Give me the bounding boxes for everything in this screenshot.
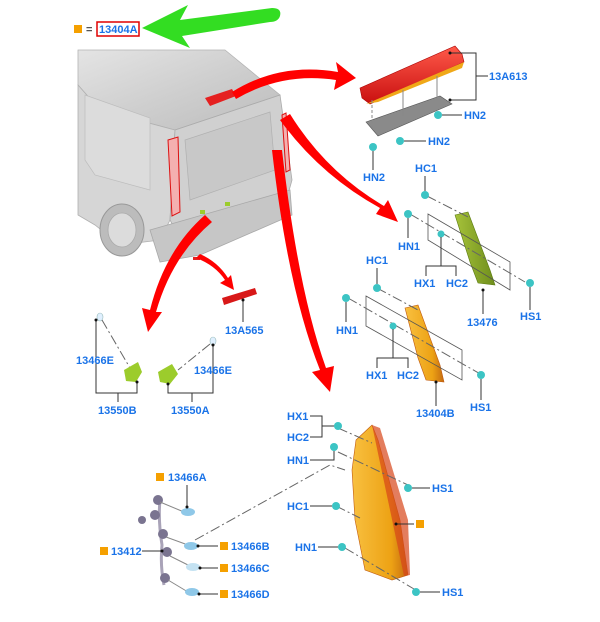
bulb-13466A-icon xyxy=(181,508,195,516)
clip-icon xyxy=(373,284,381,292)
clip-icon xyxy=(334,422,342,430)
legend-marker-13404A xyxy=(416,520,424,528)
amber-lamp-large-assembly: HX1 HC2 HN1 HS1 HC1 HN1 HS1 xyxy=(194,411,463,599)
amber-lamp-small-assembly: HC1 HN1 HX1 HC2 13404B HS1 xyxy=(336,255,491,420)
high-mount-stop-lamp: 13A613 HN2 HN2 HN2 xyxy=(359,45,528,184)
label-13A613: 13A613 xyxy=(489,71,528,83)
green-lamp-assembly: HC1 HN1 HX1 HC2 13476 HS1 xyxy=(398,163,541,329)
label-13404B: 13404B xyxy=(416,408,455,420)
legend-highlight-box xyxy=(96,21,140,37)
clip-icon xyxy=(412,588,420,596)
label-13466D: 13466D xyxy=(231,589,270,601)
label-hs1-bottom: HS1 xyxy=(442,587,463,599)
label-hx1: HX1 xyxy=(287,411,308,423)
label-hs1: HS1 xyxy=(520,311,541,323)
clip-icon xyxy=(404,210,412,218)
label-hc2: HC2 xyxy=(446,278,468,290)
label-13466C: 13466C xyxy=(231,563,270,575)
marker-13412 xyxy=(100,547,108,555)
bulb-13466D-icon xyxy=(185,588,199,596)
marker-13466C xyxy=(220,564,228,572)
label-hc2: HC2 xyxy=(397,370,419,382)
arrow-to-green-lamp xyxy=(280,114,398,222)
clip-icon xyxy=(404,484,412,492)
label-13A565: 13A565 xyxy=(225,325,264,337)
marker-13466D xyxy=(220,590,228,598)
arrow-to-reflector xyxy=(196,254,234,290)
label-13466E-left: 13466E xyxy=(76,355,114,367)
marker-13466B xyxy=(220,542,228,550)
label-hc2: HC2 xyxy=(287,432,309,444)
legend: = 13404A xyxy=(74,5,281,48)
label-13412: 13412 xyxy=(111,546,142,558)
arrow-to-plate-lamps xyxy=(142,215,212,332)
label-hn1: HN1 xyxy=(336,325,358,337)
label-hn2-a: HN2 xyxy=(464,110,486,122)
clip-icon xyxy=(477,371,485,379)
label-hs1: HS1 xyxy=(470,402,491,414)
label-13466A: 13466A xyxy=(168,472,207,484)
label-13550B: 13550B xyxy=(98,405,137,417)
label-hc1: HC1 xyxy=(366,255,388,267)
pointer-arrow-icon xyxy=(142,5,281,48)
label-13550A: 13550A xyxy=(171,405,210,417)
legend-equals: = xyxy=(86,24,92,36)
label-13466B: 13466B xyxy=(231,541,270,553)
label-hn2-b: HN2 xyxy=(428,136,450,148)
van-illustration xyxy=(77,49,293,263)
callout-arrows xyxy=(142,62,398,392)
clip-icon xyxy=(342,294,350,302)
marker-13466A xyxy=(156,473,164,481)
clip-icon xyxy=(332,502,340,510)
clip-icon xyxy=(396,137,404,145)
label-hn1-top: HN1 xyxy=(287,455,309,467)
clip-icon xyxy=(526,279,534,287)
licence-plate-lamps: 13466E 13550B 13466E 13550A xyxy=(76,312,232,417)
label-hn2-c: HN2 xyxy=(363,172,385,184)
clip-icon xyxy=(434,111,442,119)
label-hs1-top: HS1 xyxy=(432,483,453,495)
label-hx1: HX1 xyxy=(366,370,387,382)
legend-part-number: 13404A xyxy=(99,24,138,36)
label-hx1: HX1 xyxy=(414,278,435,290)
label-13466E-right: 13466E xyxy=(194,365,232,377)
label-hn1: HN1 xyxy=(398,241,420,253)
clip-icon xyxy=(421,191,429,199)
bulb-13466C-icon xyxy=(186,563,200,571)
wiring-harness-assembly: 13466A 13412 13466B 13466C 13466D xyxy=(100,472,270,601)
label-hc1: HC1 xyxy=(415,163,437,175)
clip-icon xyxy=(389,322,397,330)
clip-icon xyxy=(369,143,377,151)
legend-marker xyxy=(74,25,82,33)
clip-icon xyxy=(338,543,346,551)
clip-icon xyxy=(437,230,445,238)
arrow-to-amber-large xyxy=(272,150,334,392)
clip-icon xyxy=(330,443,338,451)
label-hn1-bottom: HN1 xyxy=(295,542,317,554)
label-13476: 13476 xyxy=(467,317,498,329)
reflector: 13A565 xyxy=(222,288,264,337)
label-hc1: HC1 xyxy=(287,501,309,513)
arrow-to-high-mount xyxy=(232,62,356,99)
bulb-13466B-icon xyxy=(184,542,198,550)
